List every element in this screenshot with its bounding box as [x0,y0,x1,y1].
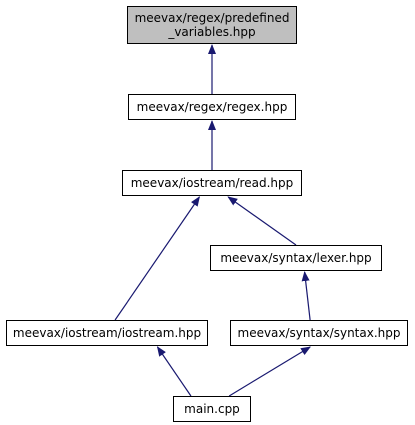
node-syntax-label: meevax/syntax/syntax.hpp [237,326,401,340]
node-read-label: meevax/iostream/read.hpp [130,176,294,190]
node-main-label: main.cpp [184,402,240,416]
node-read[interactable]: meevax/iostream/read.hpp [122,170,302,196]
node-lexer-label: meevax/syntax/lexer.hpp [220,251,372,265]
edge-syntax-to-lexer [301,271,311,321]
node-iostream[interactable]: meevax/iostream/iostream.hpp [6,320,208,346]
node-regex-label: meevax/regex/regex.hpp [136,100,288,114]
edge-main-to-iostream [156,346,192,397]
node-main[interactable]: main.cpp [173,396,251,422]
node-lexer[interactable]: meevax/syntax/lexer.hpp [210,245,382,271]
node-predefined-variables-line1: meevax/regex/predefined [134,11,290,25]
edge-iostream-to-read [114,196,200,321]
node-syntax[interactable]: meevax/syntax/syntax.hpp [230,320,408,346]
node-iostream-label: meevax/iostream/iostream.hpp [12,326,202,340]
edge-main-to-syntax [228,346,311,397]
node-predefined-variables: meevax/regex/predefined _variables.hpp [127,6,297,44]
edge-lexer-to-read [227,196,297,246]
node-regex[interactable]: meevax/regex/regex.hpp [128,94,296,120]
node-predefined-variables-line2: _variables.hpp [168,25,256,39]
